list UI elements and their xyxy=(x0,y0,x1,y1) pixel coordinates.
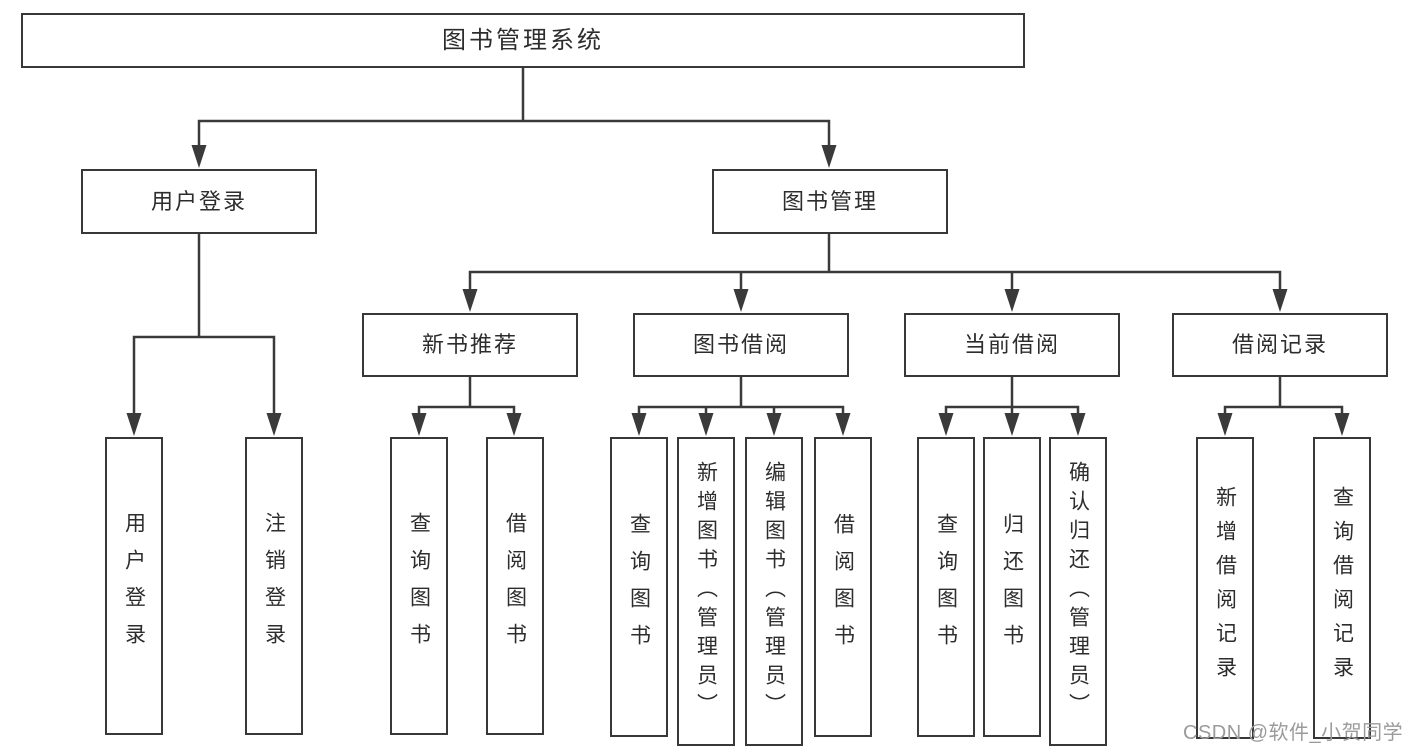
arrowhead xyxy=(1070,413,1086,436)
connector-book-borrow-to-leaves xyxy=(637,376,845,420)
leaf-cb-query-books: 查询图书 xyxy=(917,437,975,737)
arrowhead xyxy=(766,413,782,436)
arrowhead xyxy=(835,413,851,436)
leaf-logout: 注销登录 xyxy=(245,437,303,735)
watermark: CSDN @软件_小贺同学 xyxy=(1183,722,1404,744)
node-borrow-record: 借阅记录 xyxy=(1172,313,1388,377)
arrowhead xyxy=(1272,289,1288,312)
node-current-borrow: 当前借阅 xyxy=(904,313,1120,377)
arrowhead xyxy=(938,413,954,436)
arrowhead xyxy=(506,413,522,436)
connector-new-book-rec-to-leaves xyxy=(417,376,516,420)
leaf-cb-return-books: 归还图书 xyxy=(983,437,1041,737)
leaf-cb-confirm-return-admin: 确认归还（管理员） xyxy=(1049,437,1107,746)
arrowhead xyxy=(631,413,647,436)
arrowhead xyxy=(821,145,837,168)
arrowhead xyxy=(266,413,282,436)
connector-root-to-level2 xyxy=(197,67,831,152)
connector-current-borrow-to-leaves xyxy=(944,376,1080,420)
arrowhead xyxy=(1217,413,1233,436)
node-user-login: 用户登录 xyxy=(81,169,317,234)
connector-book-mgmt-to-level3 xyxy=(468,233,1282,296)
arrowhead xyxy=(411,413,427,436)
connector-user-login-to-leaves xyxy=(132,233,276,420)
arrowhead xyxy=(698,413,714,436)
arrowhead xyxy=(126,413,142,436)
leaf-rec-query-books: 查询图书 xyxy=(390,437,448,735)
leaf-rec-borrow-books: 借阅图书 xyxy=(486,437,544,735)
leaf-bb-add-books-admin: 新增图书（管理员） xyxy=(677,437,735,746)
connector-borrow-record-to-leaves xyxy=(1223,376,1344,420)
leaf-br-add-record: 新增借阅记录 xyxy=(1196,437,1254,739)
arrowhead xyxy=(462,289,478,312)
arrowhead xyxy=(733,289,749,312)
node-book-mgmt: 图书管理 xyxy=(712,169,948,234)
leaf-br-query-record: 查询借阅记录 xyxy=(1313,437,1371,739)
node-root: 图书管理系统 xyxy=(21,13,1025,68)
leaf-user-login: 用户登录 xyxy=(105,437,163,735)
node-book-borrow: 图书借阅 xyxy=(633,313,849,377)
leaf-bb-borrow-books: 借阅图书 xyxy=(814,437,872,737)
arrowhead xyxy=(191,145,207,168)
arrowhead xyxy=(1334,413,1350,436)
arrowhead xyxy=(1004,413,1020,436)
leaf-bb-edit-books-admin: 编辑图书（管理员） xyxy=(745,437,803,746)
leaf-bb-query-books: 查询图书 xyxy=(610,437,668,737)
arrowhead xyxy=(1004,289,1020,312)
node-new-book-rec: 新书推荐 xyxy=(362,313,578,377)
